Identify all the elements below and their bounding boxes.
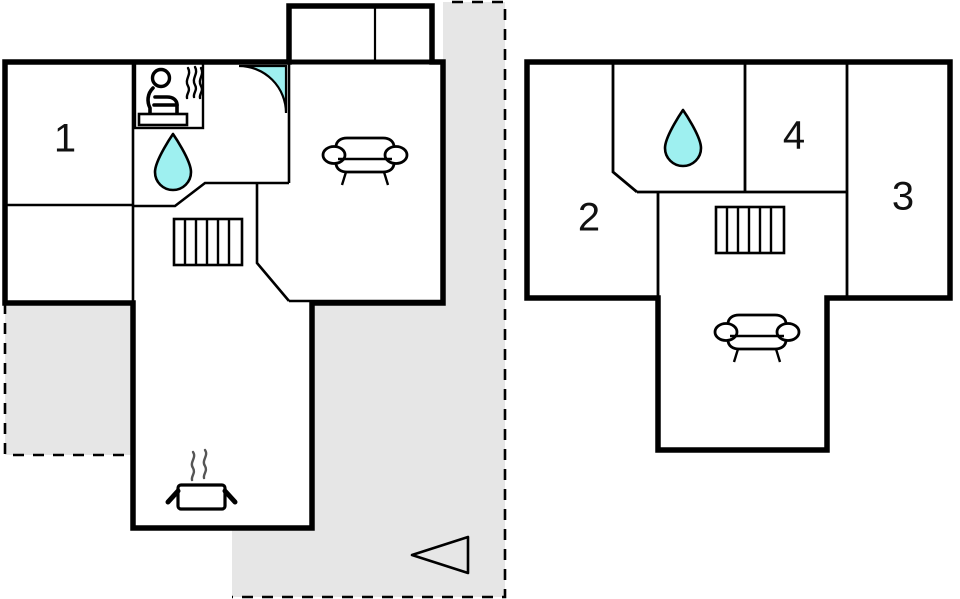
room-number-1: 1 xyxy=(54,117,76,161)
cooking-pot-icon xyxy=(165,448,238,511)
water-drop-icon xyxy=(663,108,703,168)
ground-floor-walls xyxy=(2,3,446,531)
stairs-icon xyxy=(172,217,244,267)
water-drop-icon xyxy=(153,132,193,192)
shower-corner-icon xyxy=(238,64,288,114)
wall-hall-right xyxy=(255,183,290,302)
terrace-area-left xyxy=(3,303,135,457)
wall-room2-right xyxy=(611,62,638,194)
direction-arrow-icon xyxy=(410,535,470,575)
sauna-icon xyxy=(137,65,204,127)
sofa-icon xyxy=(321,136,409,186)
upper-floor-walls xyxy=(524,59,953,453)
stairs-icon xyxy=(714,205,786,255)
room-number-4: 4 xyxy=(783,114,805,158)
upper-floor-plan: 2 3 4 xyxy=(524,59,953,453)
room-number-2: 2 xyxy=(578,196,600,240)
ground-floor-plan: 1 xyxy=(2,0,507,599)
wall-bathroom-bottom xyxy=(133,181,289,208)
wall-sauna-room xyxy=(133,61,205,130)
room-number-3: 3 xyxy=(892,175,914,219)
sofa-icon xyxy=(713,313,801,363)
terrace-area-right xyxy=(232,0,507,599)
